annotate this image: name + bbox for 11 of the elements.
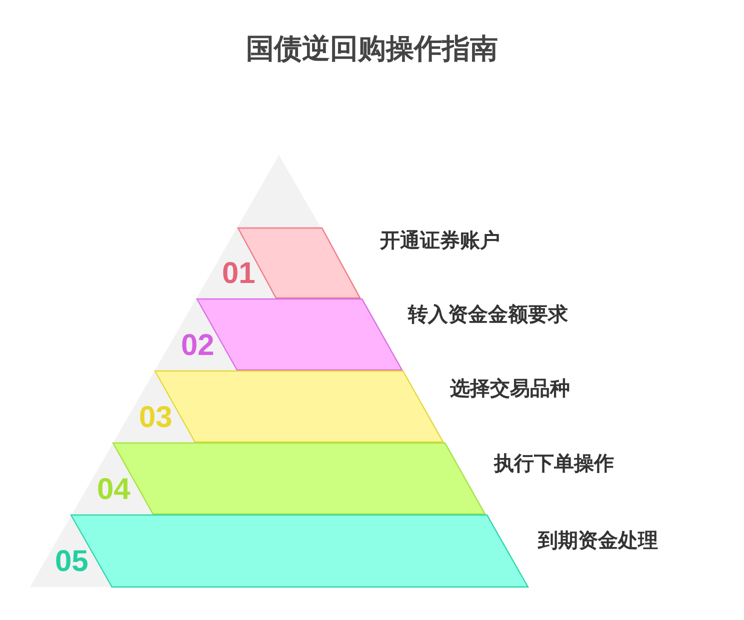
step-label: 执行下单操作 bbox=[494, 451, 614, 475]
step-label: 选择交易品种 bbox=[450, 376, 570, 400]
step-label: 开通证券账户 bbox=[380, 228, 500, 252]
step-number: 03 bbox=[139, 402, 172, 432]
step-number: 04 bbox=[97, 474, 130, 504]
step-label: 到期资金处理 bbox=[538, 528, 658, 552]
title: 国债逆回购操作指南 bbox=[245, 31, 499, 67]
step-label: 转入资金金额要求 bbox=[408, 302, 568, 326]
step-number: 02 bbox=[181, 330, 214, 360]
step-number: 05 bbox=[55, 547, 88, 577]
step-number: 01 bbox=[222, 259, 256, 289]
